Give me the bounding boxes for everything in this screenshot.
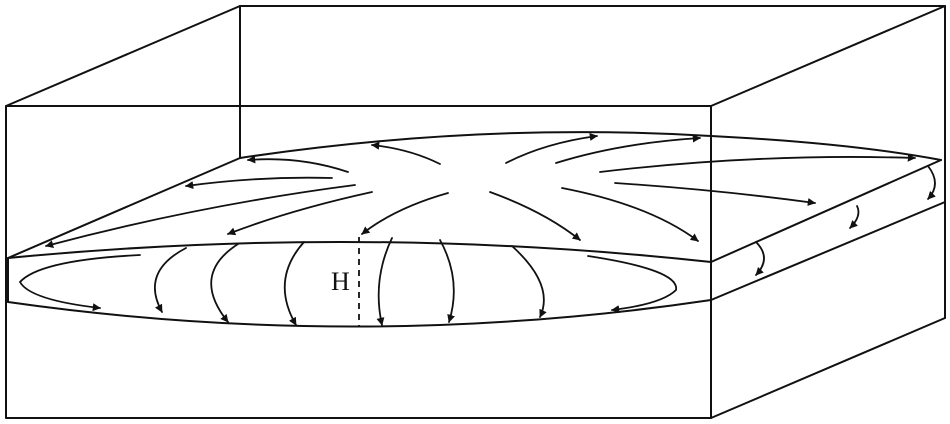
side-arrow-2 (849, 205, 860, 229)
flow-arrow-11 (561, 187, 699, 242)
box-left-top-edge (5, 5, 241, 107)
flow-arrow-6 (185, 176, 333, 190)
flow-arrow-9 (361, 192, 449, 235)
outflow-loop-left (18, 254, 141, 312)
flow-arrow-1 (247, 155, 349, 173)
surface-flow-arrows (45, 132, 916, 249)
descend-arrow-1 (154, 247, 187, 313)
flow-arrow-8 (227, 191, 373, 236)
descend-arrow-2 (210, 243, 239, 323)
side-arrow-1 (755, 241, 765, 276)
block-edges (5, 5, 946, 419)
box-right-top-edge (710, 5, 946, 107)
subsidence-flow-arrows (18, 165, 936, 326)
flow-arrow-5 (599, 153, 916, 173)
flow-arrow-7 (45, 184, 356, 249)
flow-arrow-3 (505, 132, 598, 164)
dome-left-edge (7, 157, 241, 259)
flow-arrow-2 (371, 141, 441, 165)
descend-arrow-4 (376, 237, 393, 326)
height-indicator: H (331, 237, 360, 326)
descend-arrow-5 (439, 239, 455, 323)
dome-back-edge (239, 131, 942, 161)
side-arrow-3 (927, 165, 936, 200)
upper-surface (7, 131, 942, 263)
outflow-loop-right (587, 255, 677, 314)
box-bottom-right-edge (710, 317, 946, 419)
flow-arrow-12 (614, 182, 816, 206)
flow-arrow-4 (555, 134, 701, 164)
flow-arrow-10 (489, 191, 581, 241)
descend-arrow-3 (283, 241, 305, 326)
descend-arrow-6 (511, 245, 547, 318)
height-label: H (331, 267, 350, 296)
lower-band-right-edge (710, 201, 946, 301)
dome-right-edge (710, 159, 942, 263)
